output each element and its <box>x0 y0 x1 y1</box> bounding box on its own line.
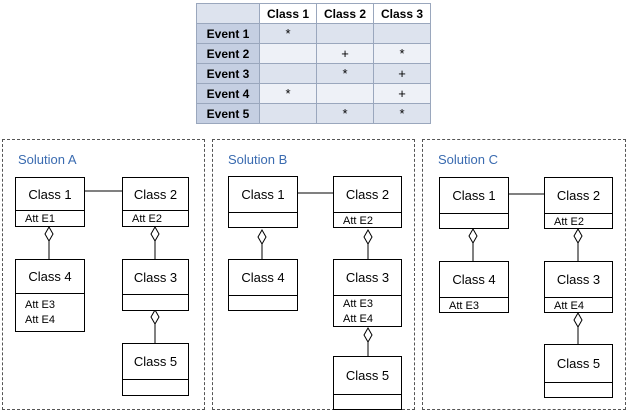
matrix-row: Event 1 * <box>196 23 431 44</box>
class-2-box: Class 2 Att E2 <box>122 177 189 227</box>
class-4-box: Class 4 Att E3 <box>439 261 509 313</box>
class-name: Class 1 <box>440 178 508 214</box>
class-attribute: Att E2 <box>343 215 373 227</box>
matrix-cell <box>259 63 317 84</box>
matrix-row-header: Event 5 <box>196 103 260 124</box>
aggregation-diamond <box>44 225 54 243</box>
matrix-cell <box>259 103 317 124</box>
matrix-cell: * <box>259 23 317 44</box>
class-name: Class 3 <box>123 260 188 295</box>
aggregation-diamond <box>468 227 478 245</box>
solution-c-title: Solution C <box>438 152 498 167</box>
class-attribute: Att E4 <box>343 313 373 325</box>
matrix-row: Event 3 * + <box>196 63 431 84</box>
class-attribute: Att E2 <box>554 216 584 228</box>
solution-c-panel: Solution C Class 1 Class 2 Att E2 Class … <box>422 139 626 410</box>
matrix-row: Event 4 * + <box>196 83 431 104</box>
solution-a-title: Solution A <box>18 152 77 167</box>
matrix-col-header: Class 3 <box>373 3 431 24</box>
aggregation-diamond <box>363 228 373 246</box>
class-name: Class 3 <box>545 262 612 298</box>
aggregation-diamond <box>150 225 160 243</box>
matrix-cell <box>373 23 431 44</box>
matrix-cell: * <box>316 103 374 124</box>
class-5-box: Class 5 <box>122 343 189 396</box>
matrix-row-header: Event 2 <box>196 43 260 64</box>
class-3-box: Class 3 <box>122 259 189 311</box>
class-2-box: Class 2 Att E2 <box>544 177 613 229</box>
aggregation-diamond <box>257 228 267 246</box>
event-class-matrix: Class 1 Class 2 Class 3 Event 1 * Event … <box>196 3 431 124</box>
matrix-cell: * <box>373 43 431 64</box>
matrix-cell: + <box>373 83 431 104</box>
solution-a-panel: Solution A Class 1 Att E1 Class 2 Att E2… <box>2 139 205 410</box>
matrix-row-header: Event 3 <box>196 63 260 84</box>
class-name: Class 1 <box>229 177 297 213</box>
aggregation-diamond <box>150 308 160 326</box>
class-4-box: Class 4 Att E3 Att E4 <box>15 259 85 332</box>
class-name: Class 2 <box>334 177 401 213</box>
matrix-row-header: Event 4 <box>196 83 260 104</box>
solution-b-title: Solution B <box>228 152 288 167</box>
matrix-col-header: Class 1 <box>259 3 317 24</box>
matrix-row: Event 2 + * <box>196 43 431 64</box>
class-name: Class 2 <box>123 178 188 211</box>
class-attribute: Att E4 <box>554 300 584 312</box>
matrix-cell <box>316 83 374 104</box>
class-1-box: Class 1 Att E1 <box>15 177 85 227</box>
class-attribute: Att E3 <box>449 300 479 312</box>
class-name: Class 1 <box>16 178 84 211</box>
class-attribute: Att E3 <box>343 298 373 310</box>
class-5-box: Class 5 <box>544 344 613 398</box>
class-2-box: Class 2 Att E2 <box>333 176 402 228</box>
aggregation-diamond <box>573 227 583 245</box>
matrix-corner-cell <box>196 3 260 24</box>
matrix-cell: * <box>316 63 374 84</box>
class-5-box: Class 5 <box>333 356 402 410</box>
matrix-cell: + <box>316 43 374 64</box>
class-4-box: Class 4 <box>228 259 298 311</box>
class-attribute: Att E3 <box>25 299 55 311</box>
matrix-cell: + <box>373 63 431 84</box>
aggregation-diamond <box>573 311 583 329</box>
matrix-cell: * <box>259 83 317 104</box>
class-attribute: Att E1 <box>25 213 55 225</box>
matrix-cell <box>259 43 317 64</box>
aggregation-diamond <box>363 326 373 344</box>
class-3-box: Class 3 Att E3 Att E4 <box>333 259 402 327</box>
class-1-box: Class 1 <box>228 176 298 228</box>
class-name: Class 4 <box>440 262 508 298</box>
class-attribute: Att E2 <box>132 213 162 225</box>
class-name: Class 2 <box>545 178 612 214</box>
class-1-box: Class 1 <box>439 177 509 229</box>
matrix-col-header: Class 2 <box>316 3 374 24</box>
class-name: Class 5 <box>334 357 401 395</box>
class-name: Class 5 <box>123 344 188 380</box>
class-name: Class 3 <box>334 260 401 296</box>
matrix-cell <box>316 23 374 44</box>
class-name: Class 5 <box>545 345 612 383</box>
matrix-row-header: Event 1 <box>196 23 260 44</box>
class-3-box: Class 3 Att E4 <box>544 261 613 313</box>
class-name: Class 4 <box>229 260 297 296</box>
matrix-header-row: Class 1 Class 2 Class 3 <box>196 3 431 24</box>
class-name: Class 4 <box>16 260 84 294</box>
matrix-row: Event 5 * * <box>196 103 431 124</box>
class-attribute: Att E4 <box>25 314 55 326</box>
solution-b-panel: Solution B Class 1 Class 2 Att E2 Class … <box>212 139 415 410</box>
matrix-cell: * <box>373 103 431 124</box>
